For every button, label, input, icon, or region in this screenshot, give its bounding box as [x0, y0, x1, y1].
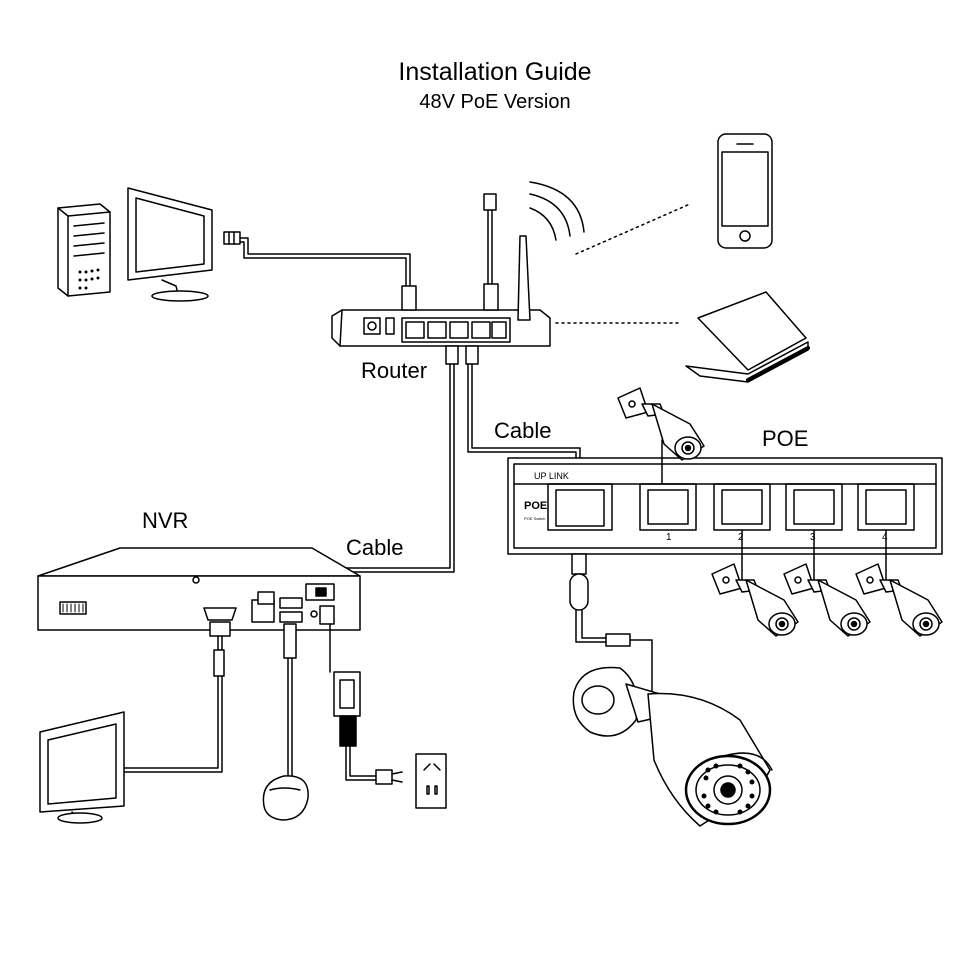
ip-camera-icon [711, 563, 799, 637]
mouse-icon [262, 775, 309, 821]
bullet-camera-icon [572, 666, 773, 827]
nvr-icon [37, 547, 361, 631]
wall-outlet-icon [415, 753, 447, 809]
poe-panel-mark: POE [524, 500, 548, 512]
ip-camera-icon [783, 563, 871, 637]
nvr-label: NVR [142, 508, 189, 533]
monitor-icon [39, 711, 125, 824]
poe-port-3-label: 3 [810, 532, 816, 543]
diagram-subtitle: 48V PoE Version [419, 91, 571, 113]
cable-label-router-poe: Cable [494, 418, 552, 443]
ip-camera-icon [855, 563, 943, 637]
poe-panel-mark-sub: POE Switch [524, 516, 546, 521]
poe-label: POE [762, 426, 809, 451]
poe-port-2-label: 2 [738, 532, 744, 543]
router-icon [331, 181, 585, 347]
diagram-title: Installation Guide [398, 58, 592, 86]
poe-switch-icon [507, 457, 943, 555]
router-label: Router [361, 358, 428, 383]
poe-port-4-label: 4 [882, 532, 888, 543]
smartphone-icon [717, 133, 773, 249]
poe-port-1-label: 1 [666, 532, 672, 543]
poe-uplink-label: UP LINK [534, 471, 569, 481]
desktop-computer-icon [57, 187, 241, 302]
power-plug-icon [375, 769, 403, 785]
laptop-icon [685, 291, 810, 383]
ip-camera-icon [617, 387, 705, 461]
cable-label-router-nvr: Cable [346, 535, 404, 560]
